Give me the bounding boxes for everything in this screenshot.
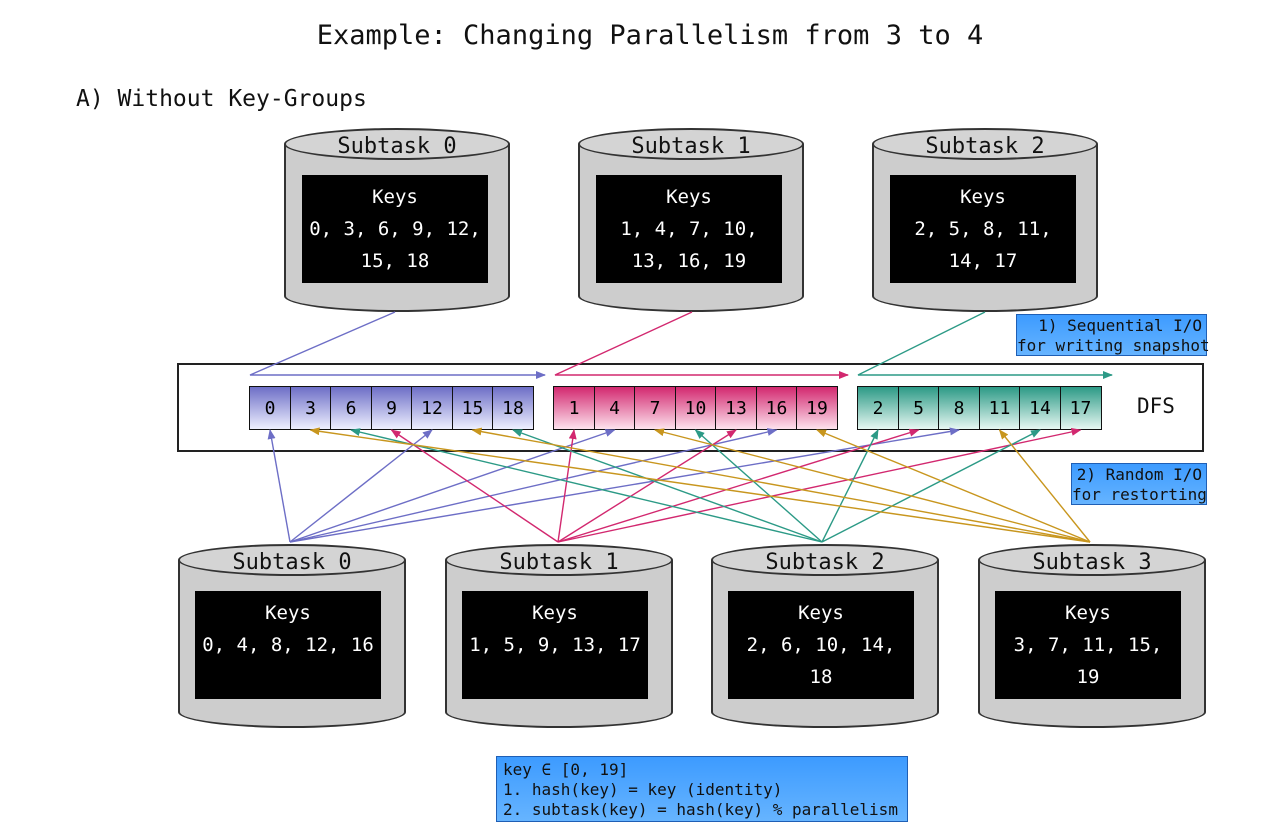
note-line: for restorting — [1072, 485, 1207, 504]
keys-line: 18 — [809, 666, 833, 688]
dfs-key-cell: 11 — [978, 386, 1021, 430]
dfs-key-cell: 3 — [289, 386, 332, 430]
top-subtask-2-name: Subtask 2 — [925, 134, 1045, 159]
dfs-key-cell: 4 — [593, 386, 636, 430]
dfs-key-cell: 5 — [897, 386, 940, 430]
bottom-subtask-0-name: Subtask 0 — [232, 550, 352, 575]
dfs-key-cell: 0 — [249, 386, 291, 430]
dfs-key-cell: 18 — [492, 386, 534, 430]
dfs-key-cell: 7 — [634, 386, 676, 430]
top-subtask-2-keys-panel: Keys 2, 5, 8, 11, 14, 17 — [890, 175, 1076, 283]
top-subtask-1-keys-panel: Keys 1, 4, 7, 10, 13, 16, 19 — [596, 175, 782, 283]
keys-label: Keys — [532, 602, 578, 624]
keys-line: 1, 5, 9, 13, 17 — [469, 634, 641, 656]
top-subtask-0-cylinder: Subtask 0 Keys 0, 3, 6, 9, 12, 15, 18 — [284, 128, 510, 312]
bottom-subtask-2-cylinder: Subtask 2 Keys 2, 6, 10, 14, 18 — [711, 544, 939, 728]
dfs-group-subtask-2: 2 5 8 11 14 17 — [857, 386, 1102, 430]
keys-line: 2, 5, 8, 11, — [914, 218, 1052, 240]
sequential-io-note: 1) Sequential I/O for writing snapshot — [1016, 314, 1210, 356]
page-title: Example: Changing Parallelism from 3 to … — [316, 20, 984, 51]
top-subtask-1-cylinder: Subtask 1 Keys 1, 4, 7, 10, 13, 16, 19 — [578, 128, 804, 312]
dfs-group-subtask-1: 1 4 7 10 13 16 19 — [553, 386, 838, 430]
keys-label: Keys — [1065, 602, 1111, 624]
note-line: 1) Sequential I/O — [1038, 316, 1202, 335]
dfs-key-cell: 19 — [796, 386, 838, 430]
bottom-subtask-1-keys-panel: Keys 1, 5, 9, 13, 17 — [462, 591, 648, 699]
keys-line: 15, 18 — [360, 250, 430, 272]
dfs-key-cell: 10 — [674, 386, 717, 430]
keys-line: 3, 7, 11, 15, — [1013, 634, 1163, 656]
keys-label: Keys — [265, 602, 311, 624]
keys-line: 2, 6, 10, 14, — [746, 634, 896, 656]
dfs-key-cell: 9 — [370, 386, 413, 430]
top-subtask-0-keys-panel: Keys 0, 3, 6, 9, 12, 15, 18 — [302, 175, 488, 283]
keys-label: Keys — [372, 186, 418, 208]
dfs-key-cell: 2 — [857, 386, 899, 430]
bottom-subtask-2-keys-panel: Keys 2, 6, 10, 14, 18 — [728, 591, 914, 699]
bottom-subtask-0-cylinder: Subtask 0 Keys 0, 4, 8, 12, 16 — [178, 544, 406, 728]
top-subtask-1-name: Subtask 1 — [631, 134, 751, 159]
key-formula-note: key ∈ [0, 19] 1. hash(key) = key (identi… — [496, 756, 908, 822]
dfs-key-cell: 15 — [451, 386, 494, 430]
dfs-key-cell: 16 — [755, 386, 798, 430]
random-io-note: 2) Random I/O for restorting — [1071, 463, 1207, 505]
bottom-subtask-3-name: Subtask 3 — [1032, 550, 1152, 575]
dfs-key-cell: 12 — [411, 386, 453, 430]
formula-line: 2. subtask(key) = hash(key) % parallelis… — [503, 800, 898, 819]
note-line: for writing snapshot — [1017, 336, 1210, 355]
dfs-group-subtask-0: 0 3 6 9 12 15 18 — [249, 386, 534, 430]
keys-line: 19 — [1076, 666, 1100, 688]
keys-line: 13, 16, 19 — [631, 250, 747, 272]
section-heading: A) Without Key-Groups — [76, 86, 367, 112]
formula-line: 1. hash(key) = key (identity) — [503, 780, 783, 799]
formula-line: key ∈ [0, 19] — [503, 760, 629, 779]
keys-line: 0, 4, 8, 12, 16 — [202, 634, 374, 656]
dfs-key-cell: 1 — [553, 386, 595, 430]
dfs-key-cell: 13 — [715, 386, 757, 430]
keys-line: 0, 3, 6, 9, 12, — [309, 218, 481, 240]
bottom-subtask-3-cylinder: Subtask 3 Keys 3, 7, 11, 15, 19 — [978, 544, 1206, 728]
bottom-subtask-0-keys-panel: Keys 0, 4, 8, 12, 16 — [195, 591, 381, 699]
keys-line: 14, 17 — [948, 250, 1018, 272]
dfs-key-cell: 14 — [1019, 386, 1061, 430]
bottom-subtask-3-keys-panel: Keys 3, 7, 11, 15, 19 — [995, 591, 1181, 699]
top-subtask-0-name: Subtask 0 — [337, 134, 457, 159]
bottom-subtask-1-name: Subtask 1 — [499, 550, 619, 575]
keys-label: Keys — [960, 186, 1006, 208]
keys-line: 1, 4, 7, 10, — [620, 218, 758, 240]
top-subtask-2-cylinder: Subtask 2 Keys 2, 5, 8, 11, 14, 17 — [872, 128, 1098, 312]
bottom-subtask-1-cylinder: Subtask 1 Keys 1, 5, 9, 13, 17 — [445, 544, 673, 728]
keys-label: Keys — [798, 602, 844, 624]
dfs-key-cell: 8 — [938, 386, 980, 430]
keys-label: Keys — [666, 186, 712, 208]
note-line: 2) Random I/O — [1076, 465, 1202, 484]
dfs-label: DFS — [1137, 394, 1175, 418]
dfs-key-cell: 17 — [1059, 386, 1102, 430]
dfs-key-cell: 6 — [330, 386, 372, 430]
bottom-subtask-2-name: Subtask 2 — [765, 550, 885, 575]
